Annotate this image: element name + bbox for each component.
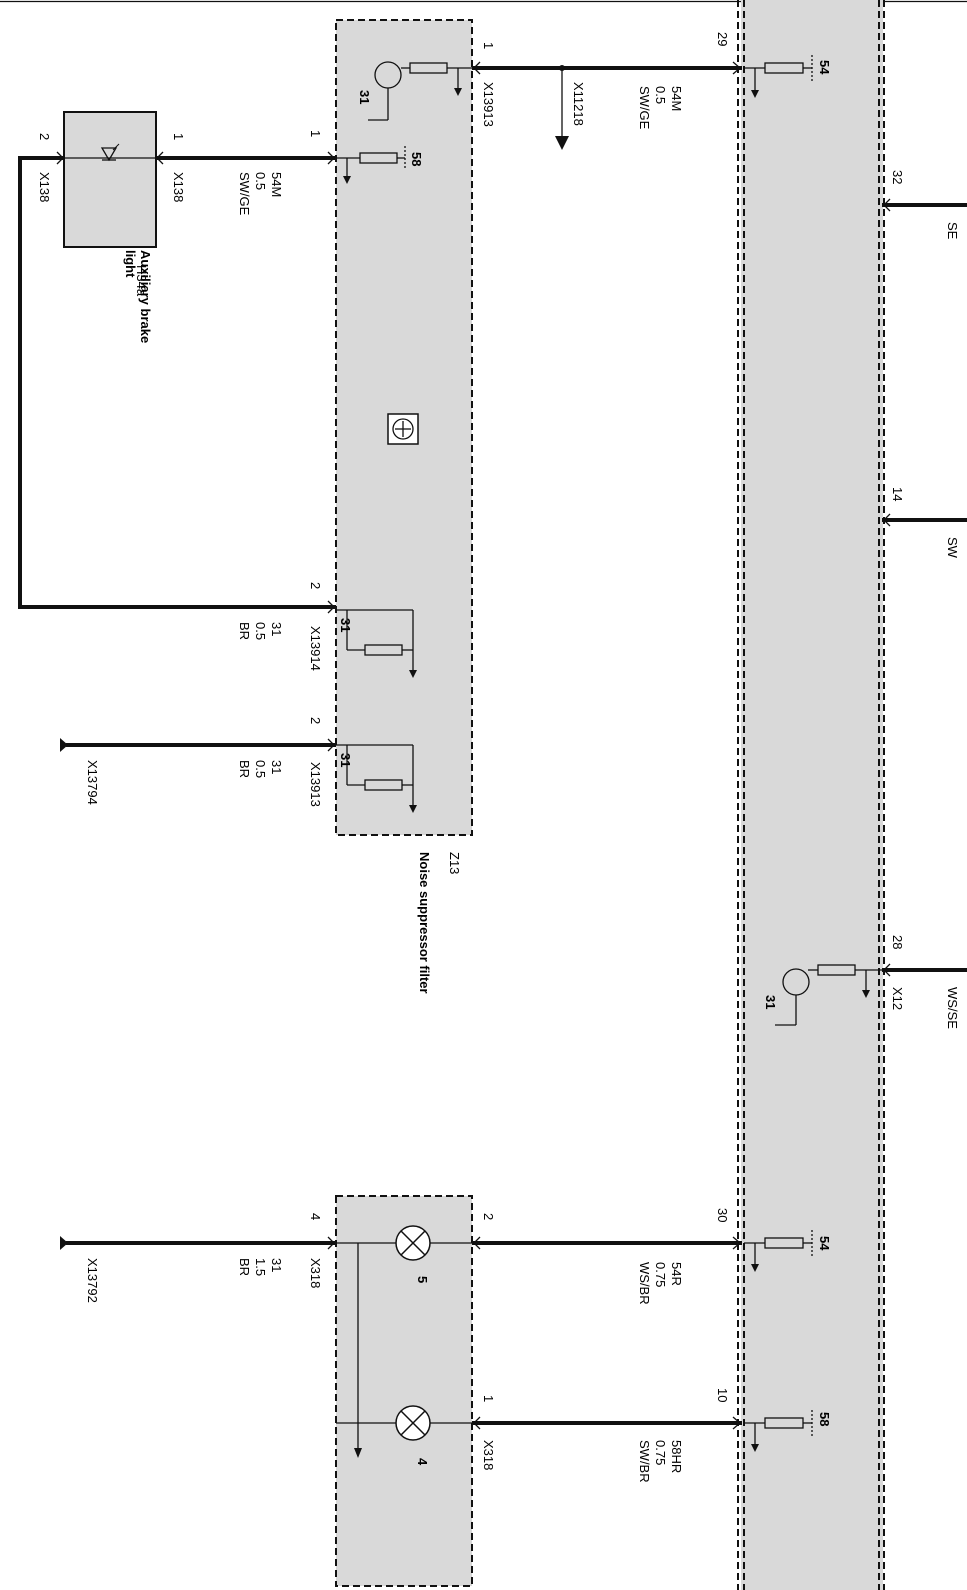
pin-2a: 2 — [308, 582, 323, 589]
wire-size: 0.5 — [253, 172, 268, 190]
h34a-conn-left: X138 — [37, 172, 52, 202]
x318-pin-2: 2 — [481, 1213, 496, 1220]
component-id-h34a: H34a — [134, 265, 149, 297]
wire-color: BR — [237, 1258, 252, 1276]
terminal-label: 54 — [817, 1236, 832, 1251]
h34a-pin-2: 2 — [37, 133, 52, 140]
suppressor-icon — [387, 413, 419, 445]
wire-size: 0.5 — [253, 622, 268, 640]
wire-signal: 58HR — [669, 1440, 684, 1473]
connector-chevrons — [56, 61, 891, 1430]
pin-32: 32 — [890, 170, 905, 184]
pin-28: 28 — [890, 935, 905, 949]
terminal-label: 54 — [817, 60, 832, 75]
wire-signal: 54M — [669, 86, 684, 111]
lamp-4-icon — [395, 1405, 431, 1441]
clipped-label-14: SW — [945, 537, 960, 559]
lamp-5-icon — [395, 1225, 431, 1261]
h34a-pin-1: 1 — [171, 133, 186, 140]
pin-14: 14 — [890, 487, 905, 501]
x318-pin-1: 1 — [481, 1395, 496, 1402]
wire-color: BR — [237, 622, 252, 640]
component-id-z13: Z13 — [447, 852, 462, 874]
connector-x318-right: X318 — [481, 1440, 496, 1470]
terminal-label: 31 — [763, 995, 778, 1009]
wire-color: SW/GE — [237, 172, 252, 216]
wire-signal: 31 — [269, 760, 284, 774]
h34a-conn-right: X138 — [171, 172, 186, 202]
wire-31-loop — [18, 156, 336, 609]
wire-size: 0.5 — [653, 86, 668, 104]
module-transistor-28: 31 — [763, 964, 884, 1026]
wire-size: 0.75 — [653, 1440, 668, 1465]
wire-signal: 31 — [269, 622, 284, 636]
pin-1-mid: 1 — [308, 130, 323, 137]
ground-arrow-icon — [60, 738, 68, 752]
wire-size: 0.5 — [253, 760, 268, 778]
wire-size: 0.75 — [653, 1262, 668, 1287]
terminal-label: 31 — [357, 90, 372, 104]
control-module: 54 31 54 — [715, 0, 905, 1590]
connector-x13913-bottom: X13913 — [308, 762, 323, 807]
wire-signal: 54M — [269, 172, 284, 197]
lamp-4-label: 4 — [415, 1458, 430, 1466]
connector-x13792: X13792 — [85, 1258, 100, 1303]
x318-lamp-module: 5 4 — [335, 1195, 473, 1587]
connector-x11218: X11218 — [571, 82, 586, 126]
connector-x13794: X13794 — [85, 760, 100, 805]
connector-x12: X12 — [890, 987, 905, 1010]
wire-color: WS/BR — [637, 1262, 652, 1305]
component-name-h34a: Auxiliary brake light — [123, 250, 153, 344]
ground-arrow-icon — [60, 1236, 68, 1250]
module-resistor-30: 54 — [744, 1230, 832, 1272]
wire-signal: 31 — [269, 1258, 284, 1272]
z13-filter: 31 58 31 31 Z13 N — [335, 19, 473, 994]
pin-1-top: 1 — [481, 42, 496, 49]
x318-pin-4: 4 — [308, 1213, 323, 1220]
module-resistor-29: 54 — [744, 55, 832, 98]
wire-size: 1.5 — [253, 1258, 268, 1276]
lamp-5-label: 5 — [415, 1276, 430, 1283]
terminal-label: 31 — [338, 753, 353, 767]
wire-signal: 54R — [669, 1262, 684, 1286]
wire-color: SW/GE — [637, 86, 652, 130]
clipped-label-28: WS/SE — [945, 987, 960, 1029]
wire-color: SW/BR — [637, 1440, 652, 1483]
pin-10: 10 — [715, 1388, 730, 1402]
clipped-label-32: SE — [945, 222, 960, 240]
wire-color: BR — [237, 760, 252, 778]
pin-30: 30 — [715, 1208, 730, 1222]
terminal-label: 31 — [338, 618, 353, 632]
terminal-label: 58 — [817, 1412, 832, 1426]
led-icon — [100, 143, 120, 162]
connector-x13913-top: X13913 — [481, 82, 496, 127]
h34a-brake-light: H34a Auxiliary brake light — [63, 111, 157, 344]
module-body — [741, 0, 883, 1590]
pin-2b: 2 — [308, 717, 323, 724]
module-resistor-10: 58 — [744, 1410, 832, 1452]
component-name-z13: Noise suppressor filter — [417, 852, 432, 994]
connector-x318-left: X318 — [308, 1258, 323, 1288]
terminal-label: 58 — [409, 152, 424, 166]
pin-29: 29 — [715, 32, 730, 46]
arrow-down-icon — [555, 136, 569, 150]
connector-x13914: X13914 — [308, 626, 323, 671]
